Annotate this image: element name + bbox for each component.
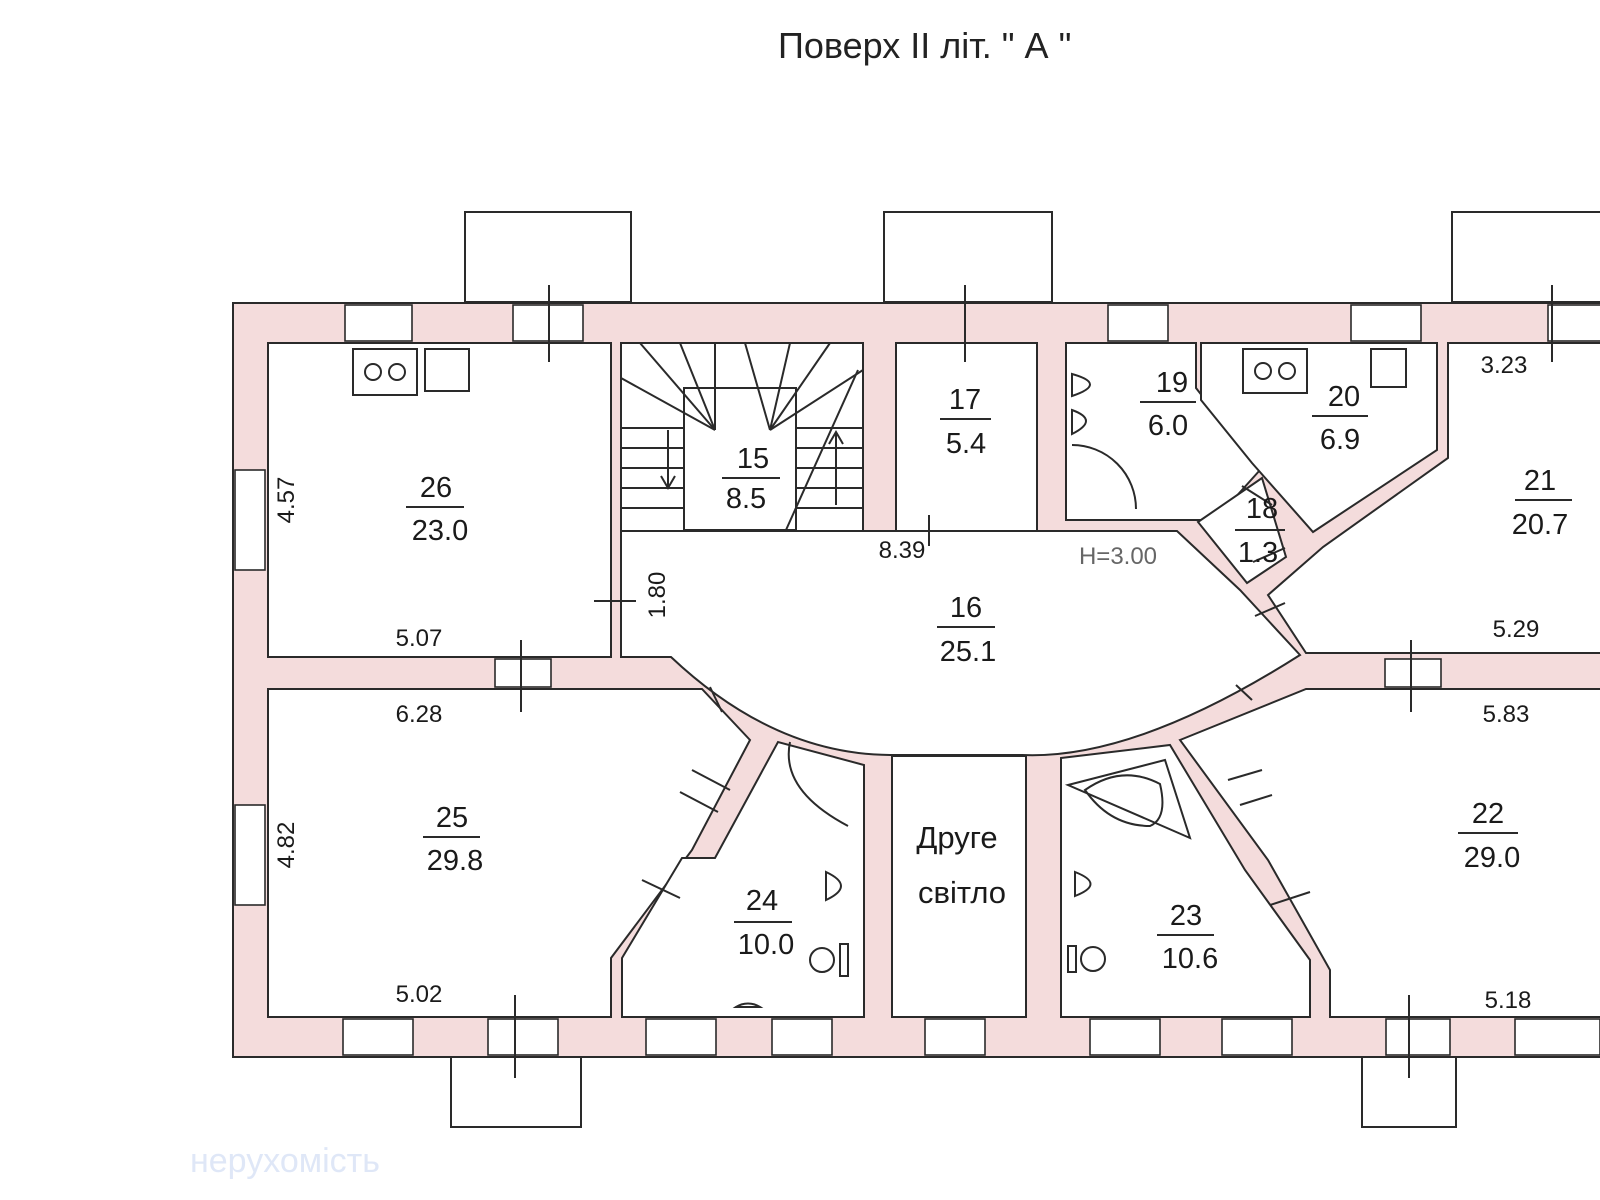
svg-text:18: 18 xyxy=(1246,493,1278,525)
stair-drawing xyxy=(620,342,864,531)
room-17-label: 17 5.4 xyxy=(940,384,991,460)
dim-25-height: 4.82 xyxy=(273,822,300,869)
svg-text:25: 25 xyxy=(436,802,468,834)
plan-title: Поверх ІІ літ. " А " xyxy=(778,25,1071,66)
height-note: H=3.00 xyxy=(1079,543,1157,570)
dim-21-top: 3.23 xyxy=(1481,352,1528,379)
room-23-label: 23 10.6 xyxy=(1157,900,1218,975)
void-label-line2: світло xyxy=(918,875,1006,910)
dim-22-bottom: 5.18 xyxy=(1485,987,1532,1014)
svg-text:15: 15 xyxy=(737,443,769,475)
svg-text:1.3: 1.3 xyxy=(1238,537,1278,569)
dim-22-top: 5.83 xyxy=(1483,701,1530,728)
svg-text:26: 26 xyxy=(420,472,452,504)
windows xyxy=(234,304,1600,1056)
dim-25-bottom: 5.02 xyxy=(396,981,443,1008)
svg-text:19: 19 xyxy=(1156,367,1188,399)
svg-text:22: 22 xyxy=(1472,798,1504,830)
fixtures xyxy=(352,348,1407,1008)
room-16-label: 16 25.1 xyxy=(937,592,996,668)
room-25-label: 25 29.8 xyxy=(423,802,483,877)
svg-text:20: 20 xyxy=(1328,381,1360,413)
svg-text:29.8: 29.8 xyxy=(427,845,483,877)
dim-26-width: 5.07 xyxy=(396,625,443,652)
dim-21-bottom: 5.29 xyxy=(1493,616,1540,643)
svg-text:5.4: 5.4 xyxy=(946,428,986,460)
svg-text:6.9: 6.9 xyxy=(1320,424,1360,456)
svg-text:6.0: 6.0 xyxy=(1148,410,1188,442)
svg-text:8.5: 8.5 xyxy=(726,483,766,515)
room-19-label: 19 6.0 xyxy=(1140,367,1196,442)
svg-text:10.6: 10.6 xyxy=(1162,943,1218,975)
svg-text:21: 21 xyxy=(1524,465,1556,497)
room-shapes xyxy=(267,342,1600,1018)
watermark: нерухомість xyxy=(190,1142,380,1180)
dim-16-corridor: 1.80 xyxy=(644,572,671,619)
svg-text:17: 17 xyxy=(949,384,981,416)
room-20-label: 20 6.9 xyxy=(1312,381,1368,456)
svg-text:10.0: 10.0 xyxy=(738,929,794,961)
svg-text:16: 16 xyxy=(950,592,982,624)
dim-16-stair: 8.39 xyxy=(879,537,926,564)
room-26-label: 26 23.0 xyxy=(406,472,468,547)
room-22-label: 22 29.0 xyxy=(1458,798,1520,874)
void-label-line1: Друге xyxy=(916,820,997,855)
svg-text:23.0: 23.0 xyxy=(412,515,468,547)
dim-26-height: 4.57 xyxy=(273,477,300,524)
dimension-labels: 4.57 5.07 6.28 4.82 5.02 8.39 1.80 3.23 … xyxy=(273,352,1539,1014)
svg-text:23: 23 xyxy=(1170,900,1202,932)
dim-25-top: 6.28 xyxy=(396,701,443,728)
room-24-label: 24 10.0 xyxy=(734,885,794,961)
room-18-label: 18 1.3 xyxy=(1235,493,1285,569)
svg-text:20.7: 20.7 xyxy=(1512,509,1568,541)
room-21-label: 21 20.7 xyxy=(1512,465,1572,541)
door-marks xyxy=(514,285,1553,1078)
room-15-label: 15 8.5 xyxy=(722,443,780,515)
room-labels: 15 8.5 16 25.1 17 5.4 18 1.3 19 6.0 20 6… xyxy=(406,367,1572,975)
svg-text:24: 24 xyxy=(746,885,778,917)
svg-text:25.1: 25.1 xyxy=(940,636,996,668)
svg-text:29.0: 29.0 xyxy=(1464,842,1520,874)
